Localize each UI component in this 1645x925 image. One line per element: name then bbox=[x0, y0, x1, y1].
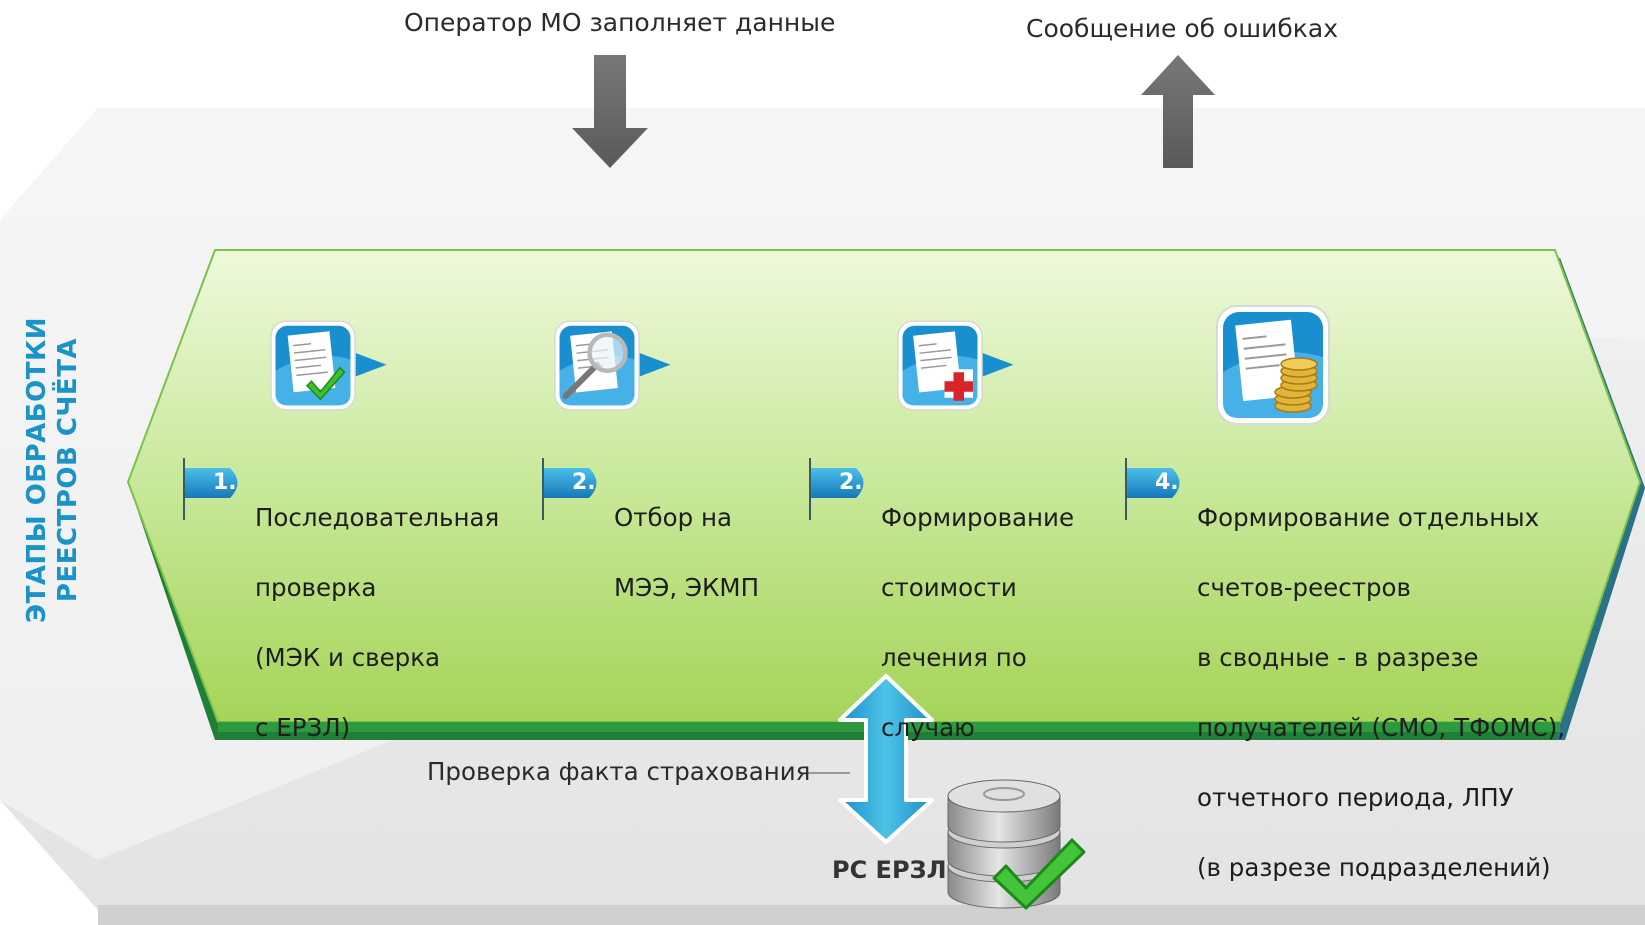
database-label: РС ЕРЗЛ bbox=[832, 856, 947, 884]
error-message-label: Сообщение об ошибках bbox=[1026, 14, 1339, 43]
step-line: Отбор на bbox=[614, 503, 733, 532]
document-magnifier-icon bbox=[554, 320, 671, 411]
step-line: с ЕРЗЛ) bbox=[255, 713, 351, 742]
step-number: 4. bbox=[1155, 470, 1179, 495]
vertical-title: ЭТАПЫ ОБРАБОТКИ РЕЕСТРОВ СЧЁТА bbox=[8, 0, 98, 925]
step-marker-bar bbox=[809, 458, 811, 520]
insurance-check-label: Проверка факта страхования bbox=[427, 757, 811, 786]
step-line: лечения по bbox=[881, 643, 1027, 672]
step-text: Последовательная проверка (МЭК и сверка … bbox=[255, 465, 499, 780]
step-number: 2. bbox=[572, 470, 596, 495]
step-line: Последовательная bbox=[255, 503, 500, 532]
document-coins-icon bbox=[1216, 305, 1330, 425]
step-line: проверка bbox=[255, 573, 377, 602]
step-line: в сводные - в разрезе bbox=[1197, 643, 1479, 672]
operator-input-label: Оператор МО заполняет данные bbox=[404, 8, 836, 37]
vertical-title-line1: ЭТАПЫ ОБРАБОТКИ bbox=[22, 317, 52, 623]
step-text: Формирование стоимости лечения по случаю bbox=[881, 465, 1074, 780]
gray-platform-bottom-edge bbox=[98, 905, 1645, 925]
step-number-badge bbox=[544, 468, 597, 498]
step-number: 2. bbox=[839, 470, 863, 495]
step-line: Формирование bbox=[881, 503, 1075, 532]
step-line: получателей (СМО, ТФОМС), bbox=[1197, 713, 1566, 742]
step-line: Формирование отдельных bbox=[1197, 503, 1540, 532]
document-medical-cross-icon bbox=[897, 320, 1014, 411]
step-line: (в разрезе подразделений) bbox=[1197, 853, 1551, 882]
vertical-title-line2: РЕЕСТРОВ СЧЁТА bbox=[53, 337, 83, 603]
step-line: (МЭК и сверка bbox=[255, 643, 441, 672]
up-arrow bbox=[1141, 55, 1215, 168]
down-arrow bbox=[572, 55, 648, 168]
step-text: Отбор на МЭЭ, ЭКМП bbox=[614, 465, 759, 640]
database-check-icon bbox=[947, 779, 1086, 910]
step-number: 1. bbox=[213, 470, 237, 495]
step-text: Формирование отдельных счетов-реестров в… bbox=[1197, 465, 1565, 920]
double-arrow bbox=[838, 674, 934, 844]
step-marker-bar bbox=[542, 458, 544, 520]
step-line: отчетного периода, ЛПУ bbox=[1197, 783, 1514, 812]
step-line: МЭЭ, ЭКМП bbox=[614, 573, 759, 602]
step-line: стоимости bbox=[881, 573, 1017, 602]
step-number-badge bbox=[811, 468, 864, 498]
step-number-badge bbox=[185, 468, 238, 498]
step-marker-bar bbox=[183, 458, 185, 520]
step-line: счетов-реестров bbox=[1197, 573, 1411, 602]
document-check-icon bbox=[270, 320, 387, 411]
step-number-badge bbox=[1127, 468, 1180, 498]
step-line: случаю bbox=[881, 713, 975, 742]
step-marker-bar bbox=[1125, 458, 1127, 520]
